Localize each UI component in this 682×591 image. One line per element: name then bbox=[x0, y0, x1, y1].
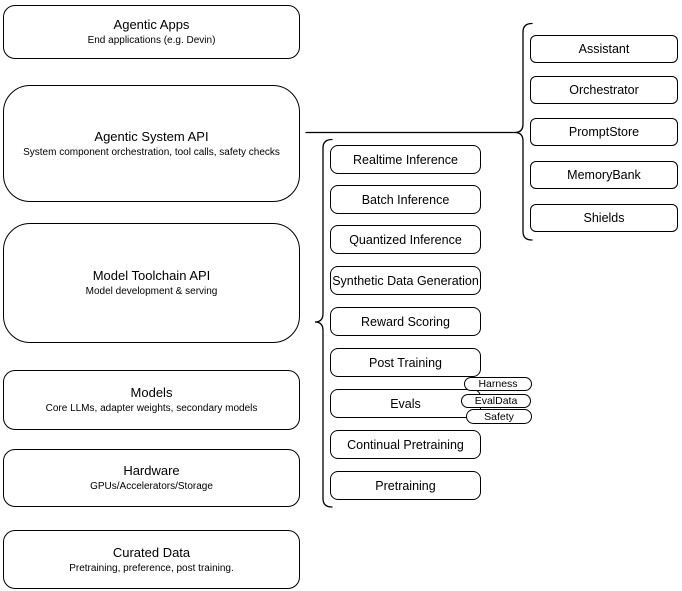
layer-title: Curated Data bbox=[112, 544, 191, 560]
tag-label: Safety bbox=[484, 410, 514, 423]
layer-model-toolchain-api: Model Toolchain API Model development & … bbox=[3, 223, 300, 343]
tag-safety: Safety bbox=[466, 409, 532, 424]
node-post-training: Post Training bbox=[330, 348, 481, 377]
layer-agentic-system-api: Agentic System API System component orch… bbox=[3, 85, 300, 202]
node-synthetic-data-generation: Synthetic Data Generation bbox=[330, 266, 481, 295]
node-label: Continual Pretraining bbox=[347, 437, 464, 452]
node-shields: Shields bbox=[530, 204, 678, 232]
node-realtime-inference: Realtime Inference bbox=[330, 145, 481, 174]
node-promptstore: PromptStore bbox=[530, 118, 678, 146]
layer-subtitle: Core LLMs, adapter weights, secondary mo… bbox=[45, 403, 258, 414]
brace-system-components bbox=[514, 22, 533, 241]
node-continual-pretraining: Continual Pretraining bbox=[330, 430, 481, 459]
node-pretraining: Pretraining bbox=[330, 471, 481, 500]
node-label: Orchestrator bbox=[569, 83, 639, 97]
node-label: Shields bbox=[583, 211, 625, 225]
node-label: Evals bbox=[390, 396, 421, 411]
node-evals: Evals bbox=[330, 389, 481, 418]
layer-title: Agentic Apps bbox=[113, 17, 190, 32]
tag-label: Harness bbox=[478, 378, 518, 390]
layer-subtitle: System component orchestration, tool cal… bbox=[23, 146, 280, 158]
node-assistant: Assistant bbox=[530, 35, 678, 63]
layer-title: Models bbox=[130, 385, 173, 400]
layer-curated-data: Curated Data Pretraining, preference, po… bbox=[3, 530, 300, 589]
tag-label: EvalData bbox=[474, 395, 518, 407]
layer-title: Model Toolchain API bbox=[92, 268, 211, 283]
node-batch-inference: Batch Inference bbox=[330, 185, 481, 214]
node-memorybank: MemoryBank bbox=[530, 161, 678, 189]
layer-subtitle: End applications (e.g. Devin) bbox=[87, 35, 216, 46]
node-quantized-inference: Quantized Inference bbox=[330, 225, 481, 254]
layer-subtitle: GPUs/Accelerators/Storage bbox=[90, 481, 213, 492]
node-label: Assistant bbox=[578, 42, 630, 56]
node-label: PromptStore bbox=[568, 125, 640, 139]
brace-toolchain-items bbox=[314, 138, 333, 508]
node-label: Quantized Inference bbox=[349, 232, 462, 247]
layer-agentic-apps: Agentic Apps End applications (e.g. Devi… bbox=[3, 5, 300, 59]
layer-subtitle: Pretraining, preference, post training. bbox=[69, 562, 234, 574]
node-label: MemoryBank bbox=[567, 168, 641, 182]
node-reward-scoring: Reward Scoring bbox=[330, 307, 481, 336]
layer-hardware: Hardware GPUs/Accelerators/Storage bbox=[3, 449, 300, 507]
layer-subtitle: Model development & serving bbox=[85, 286, 218, 297]
tag-harness: Harness bbox=[464, 377, 532, 391]
node-label: Pretraining bbox=[375, 478, 436, 493]
node-label: Batch Inference bbox=[361, 192, 450, 207]
node-label: Reward Scoring bbox=[361, 314, 450, 329]
node-label: Post Training bbox=[369, 355, 442, 370]
node-orchestrator: Orchestrator bbox=[530, 76, 678, 104]
tag-evaldata: EvalData bbox=[461, 394, 531, 408]
layer-title: Agentic System API bbox=[94, 128, 209, 144]
layer-models: Models Core LLMs, adapter weights, secon… bbox=[3, 370, 300, 430]
layer-title: Hardware bbox=[123, 463, 180, 478]
node-label: Synthetic Data Generation bbox=[332, 273, 479, 288]
node-label: Realtime Inference bbox=[353, 152, 458, 167]
